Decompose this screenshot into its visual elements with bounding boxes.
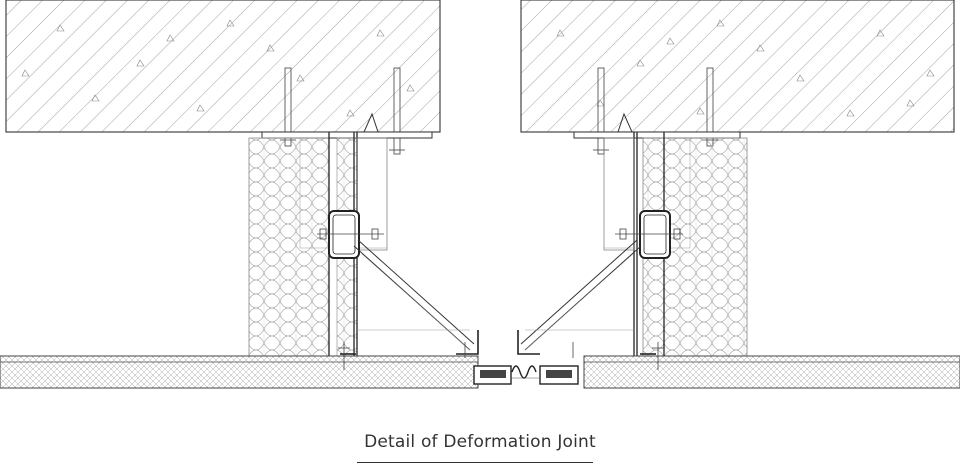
left-concrete-slab (5, 0, 441, 133)
right-panel-frame (603, 132, 691, 356)
tube-bolts (317, 228, 683, 240)
caption-underline (357, 462, 593, 463)
floor-anchors (338, 342, 664, 370)
drawing-caption: Detail of Deformation Joint (364, 432, 596, 452)
left-floor-slab (0, 355, 479, 389)
expansion-bellows-icon (473, 365, 579, 385)
top-brackets (363, 112, 633, 133)
diagonal-braces (353, 239, 642, 351)
bottom-angles (340, 330, 656, 355)
right-concrete-slab (520, 0, 955, 133)
right-floor-slab (583, 355, 960, 389)
embedded-plates (261, 131, 741, 139)
steel-tube-icon (328, 210, 671, 259)
